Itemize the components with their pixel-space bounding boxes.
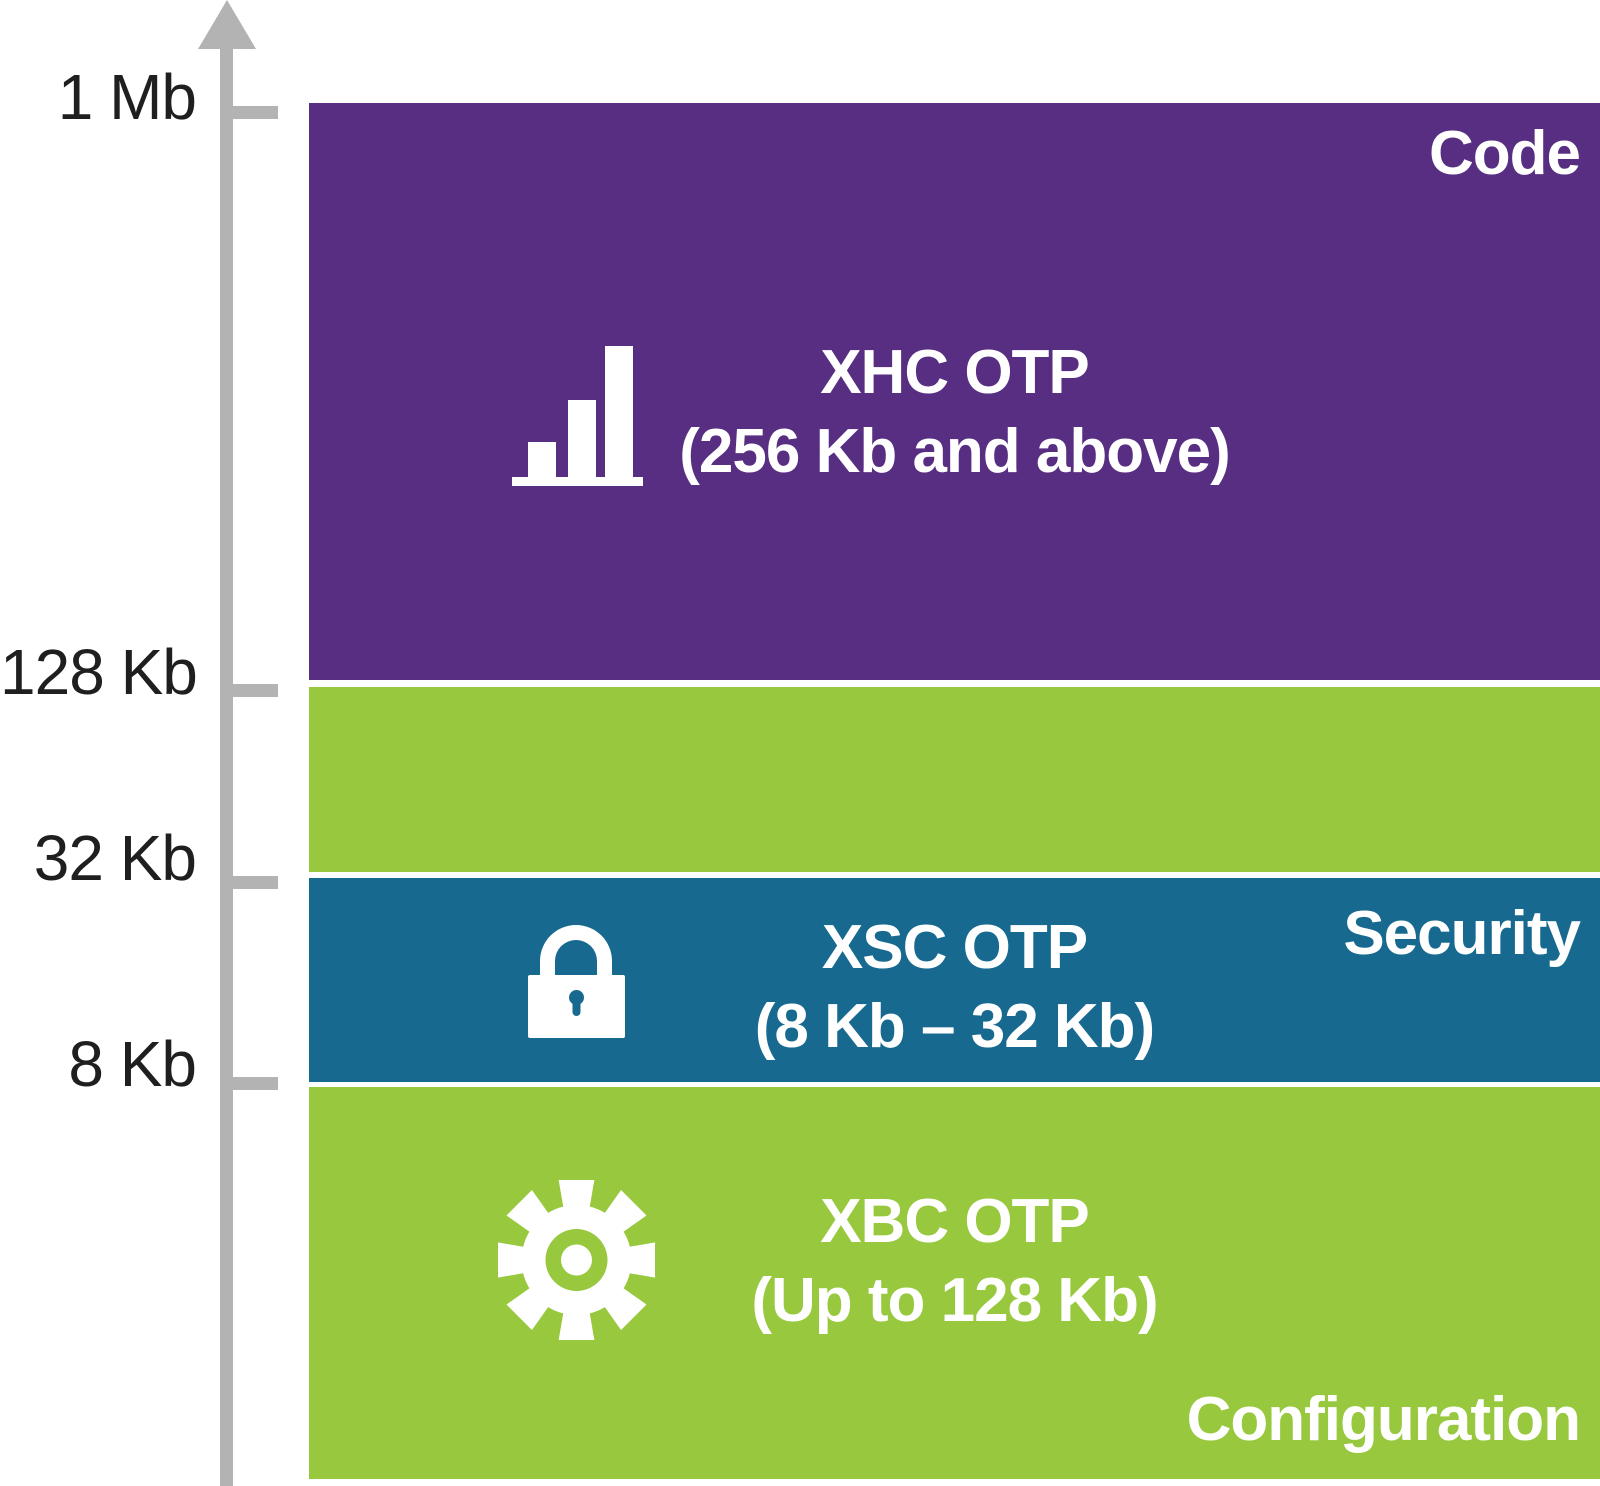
- band-category-label: Security: [1343, 899, 1581, 968]
- band-security: Security XSC OTP (8 Kb – 32 Kb): [309, 878, 1600, 1082]
- band-green-middle: [309, 687, 1600, 872]
- band-caption: XHC OTP (256 Kb and above): [309, 333, 1600, 491]
- axis-label-32kb: 32 Kb: [33, 822, 197, 894]
- tick-128kb: [220, 684, 278, 697]
- tick-1mb: [220, 106, 278, 119]
- band-subtitle: (Up to 128 Kb): [751, 1266, 1158, 1335]
- band-configuration: XBC OTP (Up to 128 Kb) Configuration: [309, 1087, 1600, 1479]
- lock-icon: [528, 925, 625, 1038]
- band-title: XBC OTP: [820, 1187, 1090, 1256]
- band-category-label: Code: [1429, 119, 1581, 188]
- tick-8kb: [220, 1077, 278, 1090]
- axis-label-1mb: 1 Mb: [57, 61, 197, 133]
- band-title: XSC OTP: [821, 913, 1088, 982]
- gear-icon: [495, 1179, 658, 1341]
- band-code: Code XHC OTP (256 Kb and above): [309, 103, 1600, 680]
- band-subtitle: (256 Kb and above): [679, 417, 1230, 486]
- tick-32kb: [220, 876, 278, 889]
- band-caption: XBC OTP (Up to 128 Kb): [309, 1182, 1600, 1340]
- axis-line: [220, 40, 233, 1486]
- band-title: XHC OTP: [820, 338, 1090, 407]
- axis-label-8kb: 8 Kb: [68, 1028, 197, 1100]
- band-category-label: Configuration: [1186, 1385, 1581, 1454]
- axis-label-128kb: 128 Kb: [0, 636, 198, 708]
- band-caption: XSC OTP (8 Kb – 32 Kb): [309, 908, 1600, 1066]
- bar-chart-icon: [512, 346, 643, 486]
- band-subtitle: (8 Kb – 32 Kb): [754, 992, 1155, 1061]
